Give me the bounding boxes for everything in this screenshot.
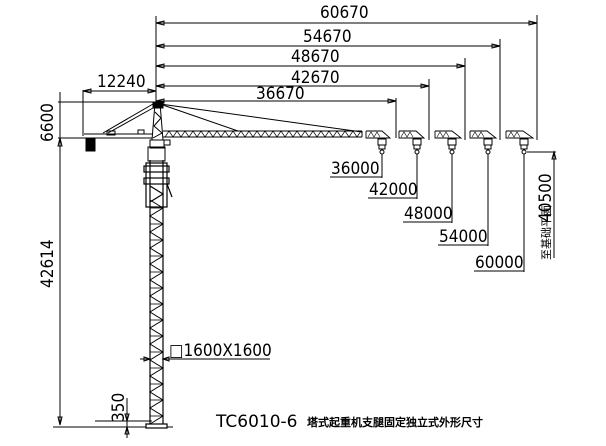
radius-48000: 48000 xyxy=(404,204,453,224)
mast-section-callout: □1600X1600 xyxy=(140,341,272,362)
radius-54000: 54000 xyxy=(439,227,488,247)
mast-section-size: □1600X1600 xyxy=(169,341,272,361)
hook-2 xyxy=(412,138,422,155)
dim-350: 350 xyxy=(109,393,129,422)
dim-60670: 60670 xyxy=(320,3,369,23)
radius-60000: 60000 xyxy=(475,253,524,273)
radius-42000: 42000 xyxy=(369,180,418,200)
model-number: TC6010-6 xyxy=(215,412,297,432)
hook-height-dimension: 42614 xyxy=(38,137,63,426)
jib-extension-sections xyxy=(365,130,535,139)
hook-4 xyxy=(483,138,493,155)
foundation-dimension: 40500 至基础平面 xyxy=(527,150,557,260)
dim-54670: 54670 xyxy=(303,27,352,47)
hooks xyxy=(377,138,529,155)
hook-3 xyxy=(447,138,457,155)
dim-42614: 42614 xyxy=(38,239,58,288)
dim-40500: 40500 xyxy=(536,173,556,222)
dim-42670: 42670 xyxy=(291,68,340,88)
dim-6600: 6600 xyxy=(38,103,58,142)
radius-36000: 36000 xyxy=(331,159,380,179)
dim-12240: 12240 xyxy=(97,72,146,92)
hook-1 xyxy=(377,138,387,155)
dim-48670: 48670 xyxy=(291,47,340,67)
tower-head-height-dimension: 6600 xyxy=(38,92,160,425)
counter-jib-dimension: 12240 xyxy=(82,72,157,136)
drawing-title: TC6010-6 塔式起重机支腿固定独立式外形尺寸 xyxy=(215,412,483,432)
tower-mast xyxy=(143,160,173,429)
base-dimension: 350 xyxy=(53,393,173,438)
jib-length-dimensions: 60670 54670 48670 42670 36670 xyxy=(155,3,538,140)
dim-36670: 36670 xyxy=(256,84,305,104)
counter-jib xyxy=(84,103,154,152)
hook-5 xyxy=(519,138,529,155)
working-radii: 36000 42000 48000 54000 60000 xyxy=(330,154,525,273)
tower-head xyxy=(147,101,171,162)
jib xyxy=(159,103,363,138)
to-foundation-label: 至基础平面 xyxy=(540,205,553,260)
title-description: 塔式起重机支腿固定独立式外形尺寸 xyxy=(307,415,483,429)
